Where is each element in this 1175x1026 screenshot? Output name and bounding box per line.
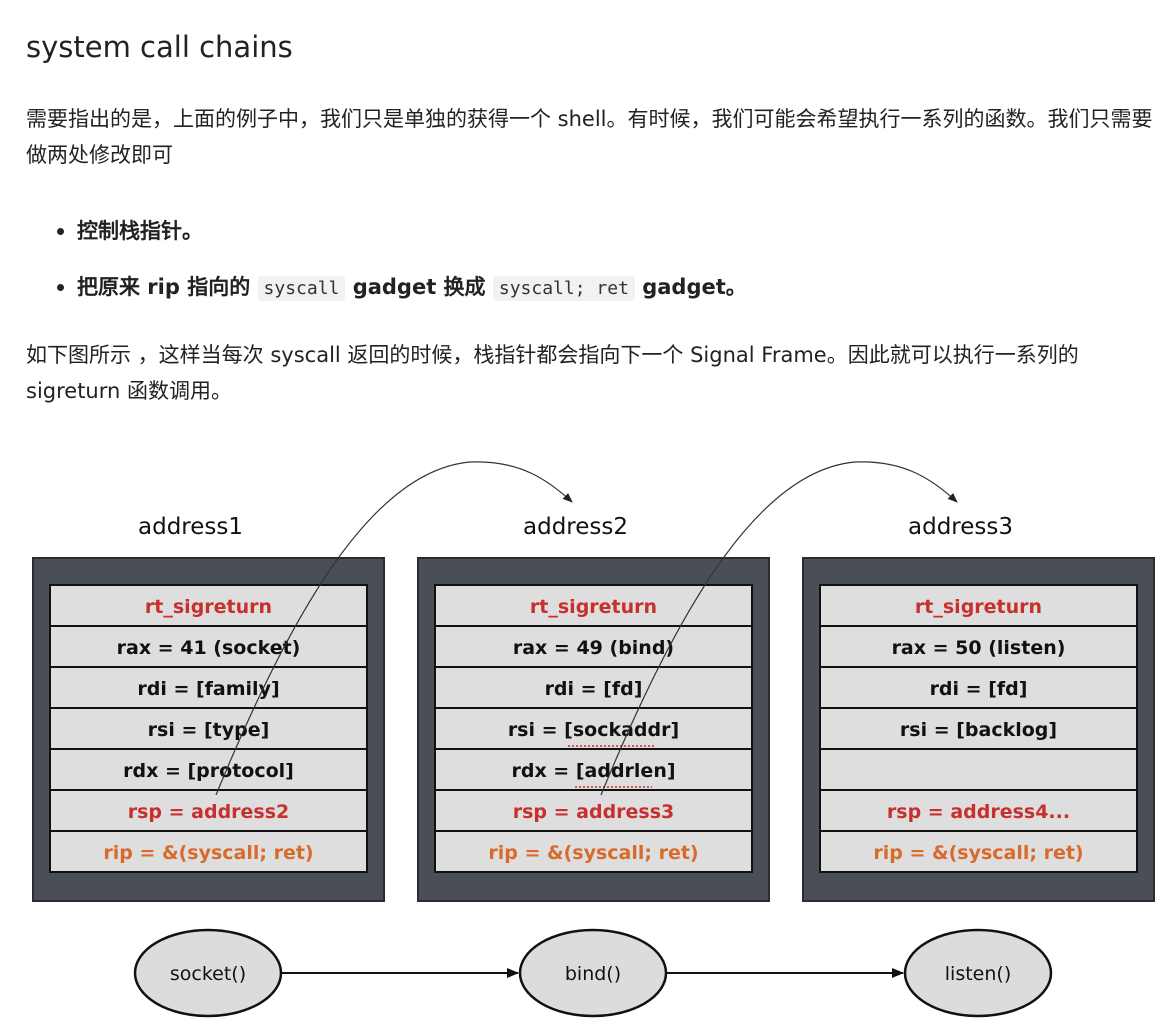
frame-row-label: rsp = address2: [128, 801, 290, 823]
frame-row-label: rip = &(syscall; ret): [103, 842, 313, 864]
frame-row: [819, 707, 1138, 750]
syscall-ellipse: [518, 928, 668, 1018]
syscall-label: listen(): [945, 963, 1011, 985]
frame-row: [49, 748, 368, 791]
frame-row: [819, 748, 1138, 791]
frame-row-label: rsp = address4...: [887, 801, 1070, 823]
frame-row-label: rdi = [fd]: [545, 678, 643, 700]
frame-row: [434, 830, 753, 873]
inline-code-syscall: syscall: [257, 276, 346, 301]
frame-row-label: rsi = [backlog]: [900, 719, 1057, 741]
frame-row-label: rax = 41 (socket): [117, 637, 301, 659]
frame-row: [819, 789, 1138, 832]
frame-row-label: rsi = [sockaddr]: [508, 719, 679, 741]
bullet-text-post: gadget。: [634, 275, 747, 299]
frame-row: [434, 625, 753, 668]
frame-row-label: rip = &(syscall; ret): [873, 842, 1083, 864]
frame-row: [819, 584, 1138, 627]
frame-row-label: rax = 49 (bind): [513, 637, 674, 659]
inline-code-syscall-ret: syscall; ret: [492, 276, 635, 301]
frame-row: [434, 666, 753, 709]
explain-paragraph: 如下图所示 ，这样当每次 syscall 返回的时候，栈指针都会指向下一个 Si…: [26, 343, 1079, 403]
chain-arrow-2-to-3: [600, 461, 958, 796]
bullet-text-pre: 把原来 rip 指向的: [77, 275, 258, 299]
bullet-text: 控制栈指针。: [77, 219, 203, 243]
frame-row: [49, 666, 368, 709]
frame-row: [49, 584, 368, 627]
frame-address-label: address1: [138, 514, 243, 540]
frame-row-label: rdi = [family]: [137, 678, 279, 700]
section-heading: system call chains: [26, 30, 293, 64]
frame-row-label: rdi = [fd]: [930, 678, 1028, 700]
chain-arrow-1-to-2: [215, 461, 573, 796]
frame-row-label: rip = &(syscall; ret): [488, 842, 698, 864]
frame-address-label: address3: [908, 514, 1013, 540]
syscall-ellipse: [133, 928, 283, 1018]
frame-row-label: rax = 50 (listen): [892, 637, 1066, 659]
bullet-list: 控制栈指针。 把原来 rip 指向的 syscall gadget 换成 sys…: [26, 212, 747, 324]
frame-address-label: address2: [523, 514, 628, 540]
bullet-item-stack-pointer: 控制栈指针。: [26, 212, 747, 250]
frame-row-label: rt_sigreturn: [915, 596, 1042, 618]
syscall-ellipse: [903, 928, 1053, 1018]
frame-row-label: rsi = [type]: [148, 719, 270, 741]
syscall-label: socket(): [170, 963, 246, 985]
frame-row-label: rdx = [protocol]: [123, 760, 294, 782]
frame-row: [819, 625, 1138, 668]
frame-row: [434, 748, 753, 791]
frame-row-label: rsp = address3: [513, 801, 675, 823]
intro-paragraph: 需要指出的是，上面的例子中，我们只是单独的获得一个 shell。有时候，我们可能…: [26, 107, 1153, 167]
syscall-label: bind(): [565, 963, 621, 985]
frame-row-label: rt_sigreturn: [530, 596, 657, 618]
frame-row: [819, 666, 1138, 709]
bullet-item-rip: 把原来 rip 指向的 syscall gadget 换成 syscall; r…: [26, 268, 747, 306]
frame-row: [819, 830, 1138, 873]
frame-row: [49, 830, 368, 873]
frame-row-label: rt_sigreturn: [145, 596, 272, 618]
bullet-text-mid: gadget 换成: [345, 275, 493, 299]
frame-row-label: rdx = [addrlen]: [511, 760, 675, 782]
frame-row: [434, 584, 753, 627]
